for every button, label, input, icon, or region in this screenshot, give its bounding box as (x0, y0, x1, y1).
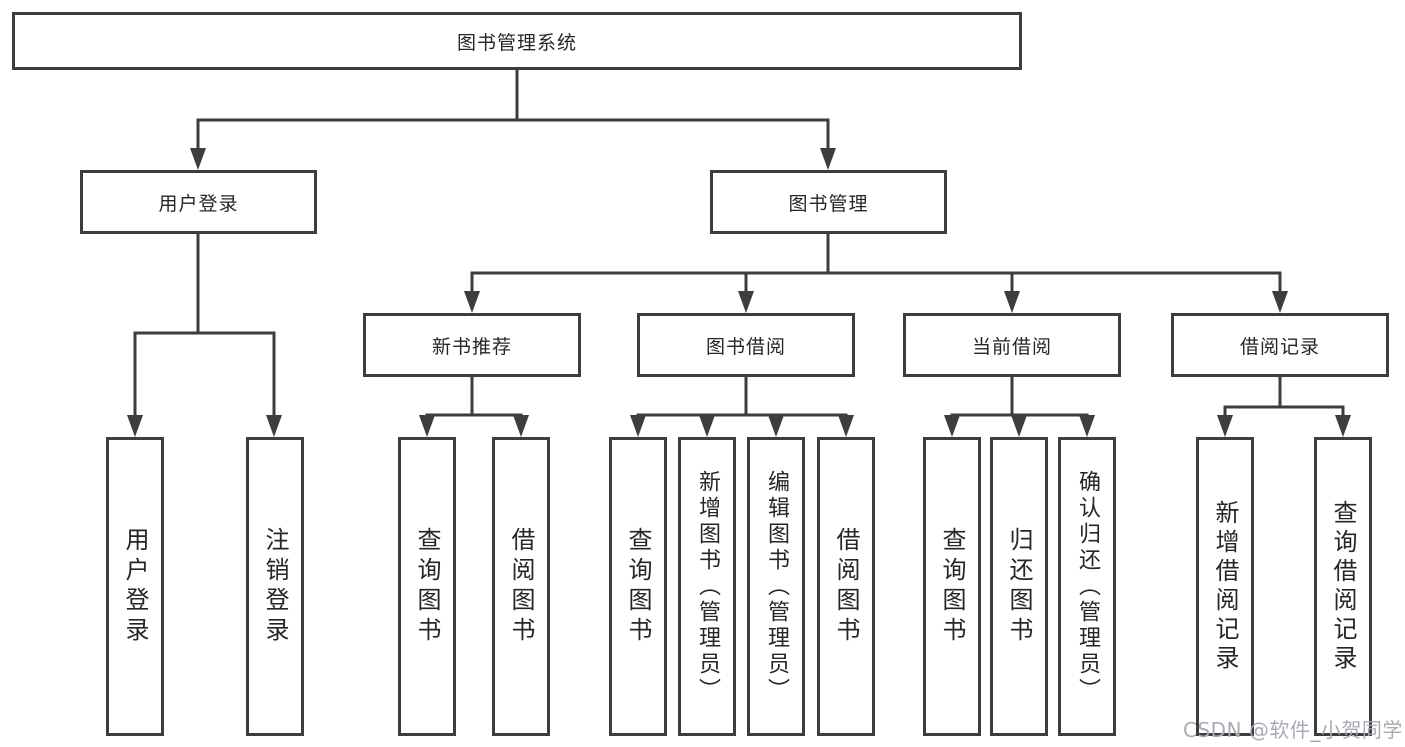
leaf-newbooks-query-books: 查询图书 (398, 437, 456, 736)
node-root-system-label: 图书管理系统 (456, 31, 577, 54)
leaf-borrowing-borrow-books-label: 借阅图书 (832, 526, 860, 647)
leaf-confirm-return-admin: 确认归还（管理员） (1058, 437, 1116, 736)
node-user-login-label: 用户登录 (158, 192, 239, 215)
leaf-borrowing-borrow-books: 借阅图书 (817, 437, 875, 736)
leaf-user-login-label: 用户登录 (121, 526, 149, 647)
leaf-logout: 注销登录 (246, 437, 304, 736)
connector-newbooks-to-leaves (419, 377, 529, 437)
node-book-management: 图书管理 (710, 170, 947, 234)
node-current-borrowing-label: 当前借阅 (971, 335, 1052, 358)
node-borrow-records: 借阅记录 (1171, 313, 1389, 377)
leaf-add-borrow-record-label: 新增借阅记录 (1211, 499, 1239, 674)
leaf-newbooks-borrow-books: 借阅图书 (492, 437, 550, 736)
leaf-return-books: 归还图书 (990, 437, 1048, 736)
leaf-newbooks-borrow-books-label: 借阅图书 (507, 526, 535, 647)
leaf-current-query-books-label: 查询图书 (938, 526, 966, 647)
leaf-current-query-books: 查询图书 (923, 437, 981, 736)
leaf-user-login: 用户登录 (106, 437, 164, 736)
leaf-query-borrow-record: 查询借阅记录 (1314, 437, 1372, 736)
leaf-edit-books-admin: 编辑图书（管理员） (747, 437, 805, 736)
csdn-watermark: CSDN @软件_小贺同学 (1183, 718, 1403, 742)
connector-currentborrow-to-leaves (944, 377, 1095, 437)
node-book-management-label: 图书管理 (788, 192, 869, 215)
leaf-logout-label: 注销登录 (261, 526, 289, 647)
node-new-book-recommend: 新书推荐 (363, 313, 581, 377)
node-new-book-recommend-label: 新书推荐 (431, 335, 512, 358)
leaf-return-books-label: 归还图书 (1005, 526, 1033, 647)
leaf-borrowing-query-books: 查询图书 (609, 437, 667, 736)
connector-root-to-level2 (190, 70, 836, 170)
connector-userlogin-to-leaves (127, 234, 282, 437)
node-user-login: 用户登录 (80, 170, 317, 234)
connector-bookborrow-to-leaves (630, 377, 854, 437)
node-borrow-records-label: 借阅记录 (1239, 335, 1320, 358)
leaf-query-borrow-record-label: 查询借阅记录 (1329, 499, 1357, 674)
connector-borrowrecords-to-leaves (1217, 377, 1351, 437)
leaf-add-borrow-record: 新增借阅记录 (1196, 437, 1254, 736)
node-current-borrowing: 当前借阅 (903, 313, 1121, 377)
node-book-borrowing-label: 图书借阅 (705, 335, 786, 358)
node-root-system: 图书管理系统 (12, 12, 1022, 70)
leaf-add-books-admin: 新增图书（管理员） (678, 437, 736, 736)
leaf-edit-books-admin-label: 编辑图书（管理员） (764, 469, 789, 704)
connector-bookmgmt-to-level3 (464, 234, 1288, 313)
node-book-borrowing: 图书借阅 (637, 313, 855, 377)
leaf-add-books-admin-label: 新增图书（管理员） (695, 469, 720, 704)
leaf-confirm-return-admin-label: 确认归还（管理员） (1075, 469, 1100, 704)
leaf-borrowing-query-books-label: 查询图书 (624, 526, 652, 647)
leaf-newbooks-query-books-label: 查询图书 (413, 526, 441, 647)
